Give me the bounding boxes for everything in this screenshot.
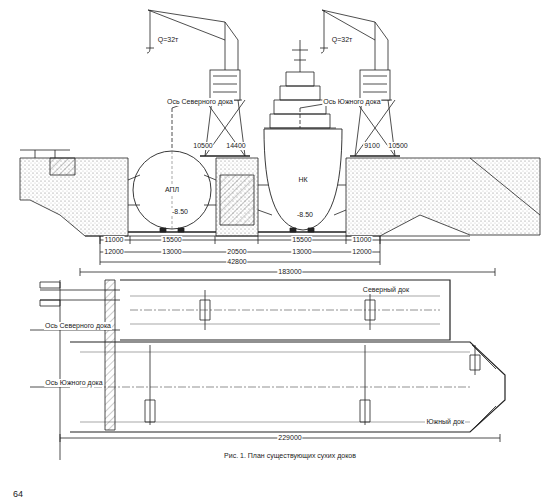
dimension-label: 13000 (161, 248, 182, 256)
dimension-label: 42800 (226, 258, 247, 266)
annotation: Ось Северного дока (44, 322, 112, 330)
dimension-label: 15500 (161, 236, 182, 244)
annotation: Ось Южного дока (322, 98, 381, 106)
dimension-label: 10500 (192, 142, 213, 150)
part-label: Южный док (425, 418, 465, 426)
part-label: НК (297, 176, 308, 184)
dimension-label: 11000 (352, 236, 373, 244)
annotation: Q=32т (157, 36, 180, 44)
dock-basin: Северный док (120, 280, 450, 340)
level-mark: -8.50 (296, 211, 314, 219)
annotation: Ось Южного дока (44, 379, 103, 387)
level-mark: -8.50 (171, 208, 189, 216)
dimension-label: 20500 (226, 248, 247, 256)
dimension-label: 13000 (291, 248, 312, 256)
dimension-label: 229000 (277, 434, 302, 442)
dimension-label: 14400 (225, 142, 246, 150)
figure-caption: Рис. 1. План существующих сухих доков (224, 452, 356, 459)
submarine-hull: АПЛ (132, 150, 212, 230)
dimension-label: 12000 (103, 248, 124, 256)
dimension-label: 9100 (363, 142, 381, 150)
page-number: 64 (12, 490, 24, 498)
annotation: Ось Северного дока (166, 98, 234, 106)
part-label: АПЛ (164, 186, 180, 194)
dimension-label: 11000 (104, 236, 125, 244)
dock-basin: Южный док (70, 342, 505, 432)
part-label: Северный док (362, 286, 410, 294)
dimension-label: 10500 (387, 142, 408, 150)
dimension-label: 183000 (277, 268, 302, 276)
dimension-label: 12000 (351, 248, 372, 256)
annotation: Q=32т (331, 36, 354, 44)
dimension-label: 15500 (291, 236, 312, 244)
